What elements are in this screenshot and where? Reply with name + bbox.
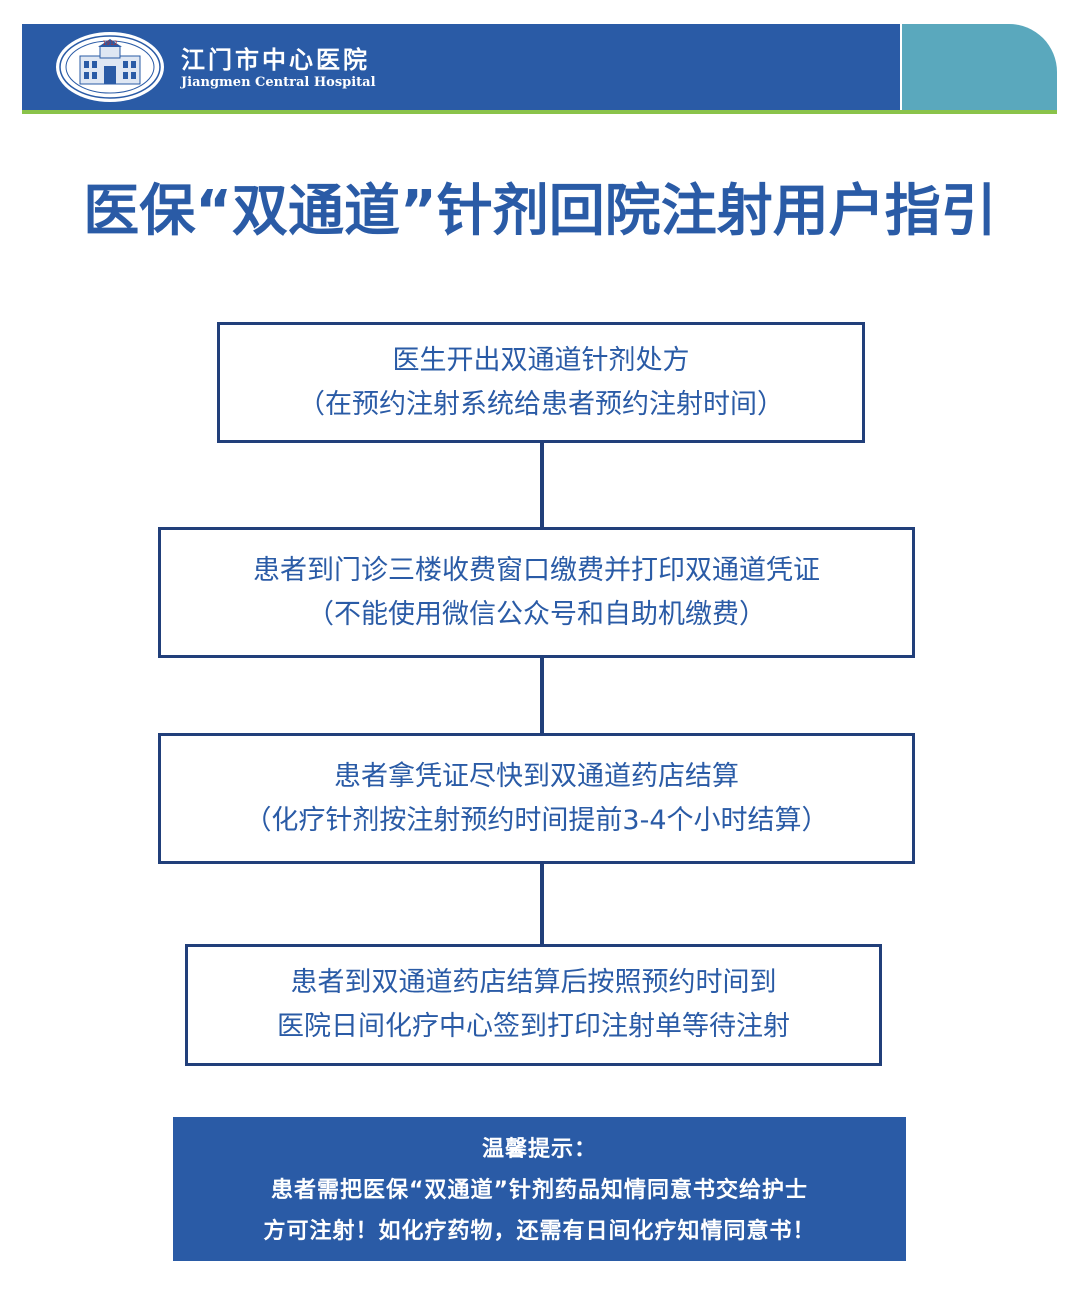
tip-box: 温馨提示： 患者需把医保“双通道”针剂药品知情同意书交给护士 方可注射！如化疗药… xyxy=(173,1117,906,1261)
hospital-name-en: Jiangmen Central Hospital xyxy=(181,75,376,90)
tip-line-1: 患者需把医保“双通道”针剂药品知情同意书交给护士 xyxy=(271,1178,808,1203)
flow-step-1: 医生开出双通道针剂处方 （在预约注射系统给患者预约注射时间） xyxy=(217,322,865,443)
flow-step-2: 患者到门诊三楼收费窗口缴费并打印双通道凭证 （不能使用微信公众号和自助机缴费） xyxy=(158,527,915,658)
flow-connector xyxy=(540,863,544,946)
flow-connector xyxy=(540,442,544,528)
flow-step-4: 患者到双通道药店结算后按照预约时间到 医院日间化疗中心签到打印注射单等待注射 xyxy=(185,944,882,1066)
tip-heading: 温馨提示： xyxy=(481,1137,597,1162)
step-3-line-1: 患者拿凭证尽快到双通道药店结算 xyxy=(334,760,739,792)
step-2-line-2: （不能使用微信公众号和自助机缴费） xyxy=(307,598,766,630)
logo-year: 1912 xyxy=(102,40,117,47)
step-1-line-2: （在预约注射系统给患者预约注射时间） xyxy=(298,388,784,420)
header-underline xyxy=(22,110,1057,114)
step-1-line-1: 医生开出双通道针剂处方 xyxy=(392,344,690,376)
flow-connector xyxy=(540,657,544,735)
header-bar xyxy=(22,24,900,110)
step-3-line-2: （化疗针剂按注射预约时间提前3-4个小时结算） xyxy=(244,804,829,836)
page-title: 医保“双通道”针剂回院注射用户指引 xyxy=(83,179,997,244)
header-accent xyxy=(902,24,1057,110)
step-2-line-1: 患者到门诊三楼收费窗口缴费并打印双通道凭证 xyxy=(253,554,820,586)
tip-line-2: 方可注射！如化疗药物，还需有日间化疗知情同意书！ xyxy=(263,1219,816,1244)
hospital-building-seal-icon: 1912 xyxy=(56,32,164,102)
step-4-line-2: 医院日间化疗中心签到打印注射单等待注射 xyxy=(277,1011,790,1042)
hospital-name-cn: 江门市中心医院 xyxy=(181,46,370,74)
step-4-line-1: 患者到双通道药店结算后按照预约时间到 xyxy=(290,967,777,998)
flow-step-3: 患者拿凭证尽快到双通道药店结算 （化疗针剂按注射预约时间提前3-4个小时结算） xyxy=(158,733,915,864)
